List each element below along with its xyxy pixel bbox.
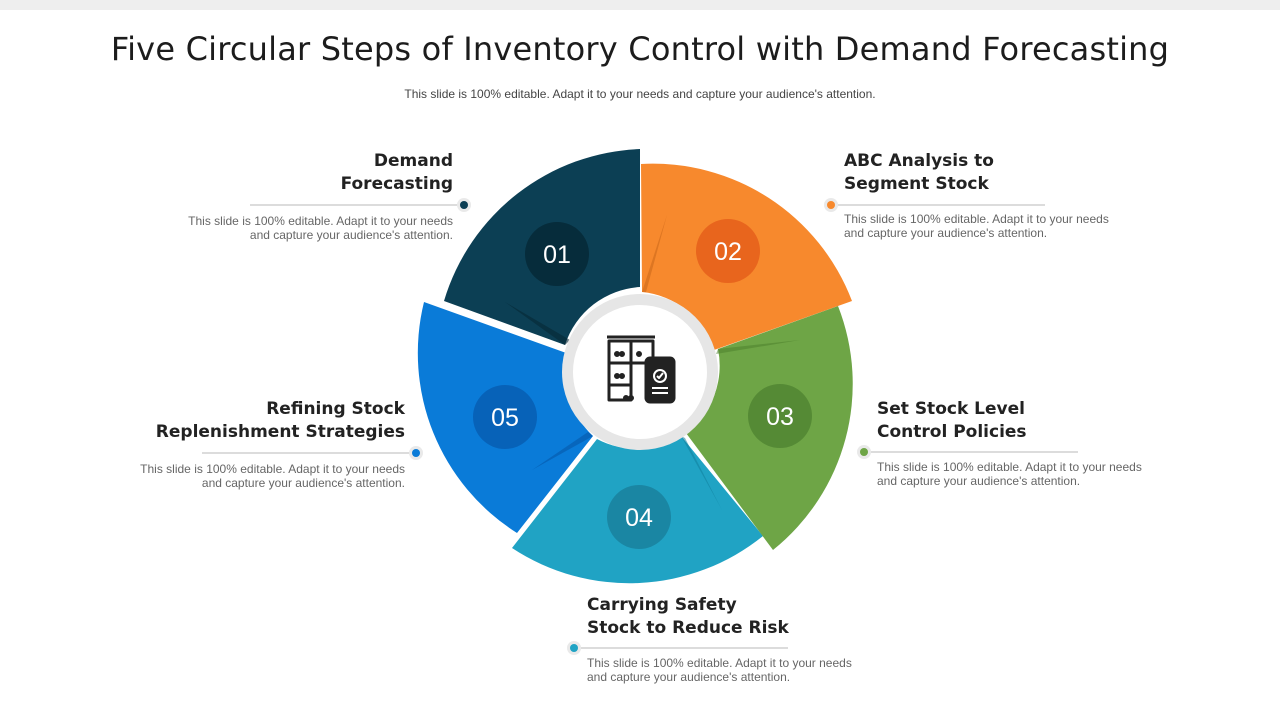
- step-04-title-line2: Stock to Reduce Risk: [587, 618, 789, 638]
- fold-shadow-02: [642, 215, 667, 292]
- step-05-desc-line1: This slide is 100% editable. Adapt it to…: [140, 462, 405, 476]
- badge-03: [748, 384, 812, 448]
- step-04-description: This slide is 100% editable. Adapt it to…: [587, 656, 907, 684]
- connector-dot-03-inner: [860, 448, 868, 456]
- step-02-title-line2: Segment Stock: [844, 174, 989, 194]
- fold-shadow-04: [681, 436, 722, 510]
- step-04-title-line1: Carrying Safety: [587, 595, 737, 615]
- connector-dot-01-inner: [460, 201, 468, 209]
- step-02-desc-line2: and capture your audience's attention.: [844, 226, 1048, 240]
- slide-title: Five Circular Steps of Inventory Control…: [110, 30, 1170, 68]
- connector-dot-02-inner: [827, 201, 835, 209]
- step-03-desc-line2: and capture your audience's attention.: [877, 474, 1081, 488]
- fold-shadow-05: [532, 432, 593, 470]
- step-03-title: Set Stock Level Control Policies: [877, 398, 1117, 444]
- step-04-title: Carrying Safety Stock to Reduce Risk: [587, 594, 847, 640]
- step-02-title: ABC Analysis to Segment Stock: [844, 150, 1084, 196]
- step-02-title-line1: ABC Analysis to: [844, 151, 994, 171]
- fold-shadow-01: [505, 302, 570, 345]
- connector-dot-05-inner: [412, 449, 420, 457]
- badge-02: [696, 219, 760, 283]
- step-01-description: This slide is 100% editable. Adapt it to…: [133, 214, 453, 242]
- step-05-desc-line2: and capture your audience's attention.: [201, 476, 405, 490]
- step-05-description: This slide is 100% editable. Adapt it to…: [85, 462, 405, 490]
- center-disc: [573, 305, 707, 439]
- step-01-title: Demand Forecasting: [253, 150, 453, 196]
- step-01-desc-line1: This slide is 100% editable. Adapt it to…: [188, 214, 453, 228]
- step-02-desc-line1: This slide is 100% editable. Adapt it to…: [844, 212, 1109, 226]
- step-03-title-line2: Control Policies: [877, 422, 1027, 442]
- step-01-desc-line2: and capture your audience's attention.: [249, 228, 453, 242]
- fold-shadow-03: [716, 340, 800, 354]
- badge-01: [525, 222, 589, 286]
- step-01-title-line1: Demand: [373, 151, 453, 171]
- badge-04: [607, 485, 671, 549]
- step-05-title-line2: Replenishment Strategies: [155, 422, 405, 442]
- step-03-title-line1: Set Stock Level: [877, 399, 1025, 419]
- step-03-description: This slide is 100% editable. Adapt it to…: [877, 460, 1197, 488]
- top-bar: [0, 0, 1280, 10]
- step-04-desc-line2: and capture your audience's attention.: [587, 670, 791, 684]
- badge-05: [473, 385, 537, 449]
- step-number-04: 04: [625, 504, 653, 532]
- step-04-desc-line1: This slide is 100% editable. Adapt it to…: [587, 656, 852, 670]
- step-05-title-line1: Refining Stock: [266, 399, 405, 419]
- step-02-description: This slide is 100% editable. Adapt it to…: [844, 212, 1164, 240]
- inventory-boxes-mobile-check-icon: [607, 335, 676, 404]
- step-05-title: Refining Stock Replenishment Strategies: [125, 398, 405, 444]
- step-01-title-line2: Forecasting: [340, 174, 453, 194]
- step-number-03: 03: [766, 403, 794, 431]
- step-number-02: 02: [714, 238, 742, 266]
- slide-subtitle: This slide is 100% editable. Adapt it to…: [404, 87, 876, 101]
- connector-dot-04-inner: [570, 644, 578, 652]
- step-03-desc-line1: This slide is 100% editable. Adapt it to…: [877, 460, 1142, 474]
- step-number-05: 05: [491, 404, 519, 432]
- step-number-01: 01: [543, 241, 571, 269]
